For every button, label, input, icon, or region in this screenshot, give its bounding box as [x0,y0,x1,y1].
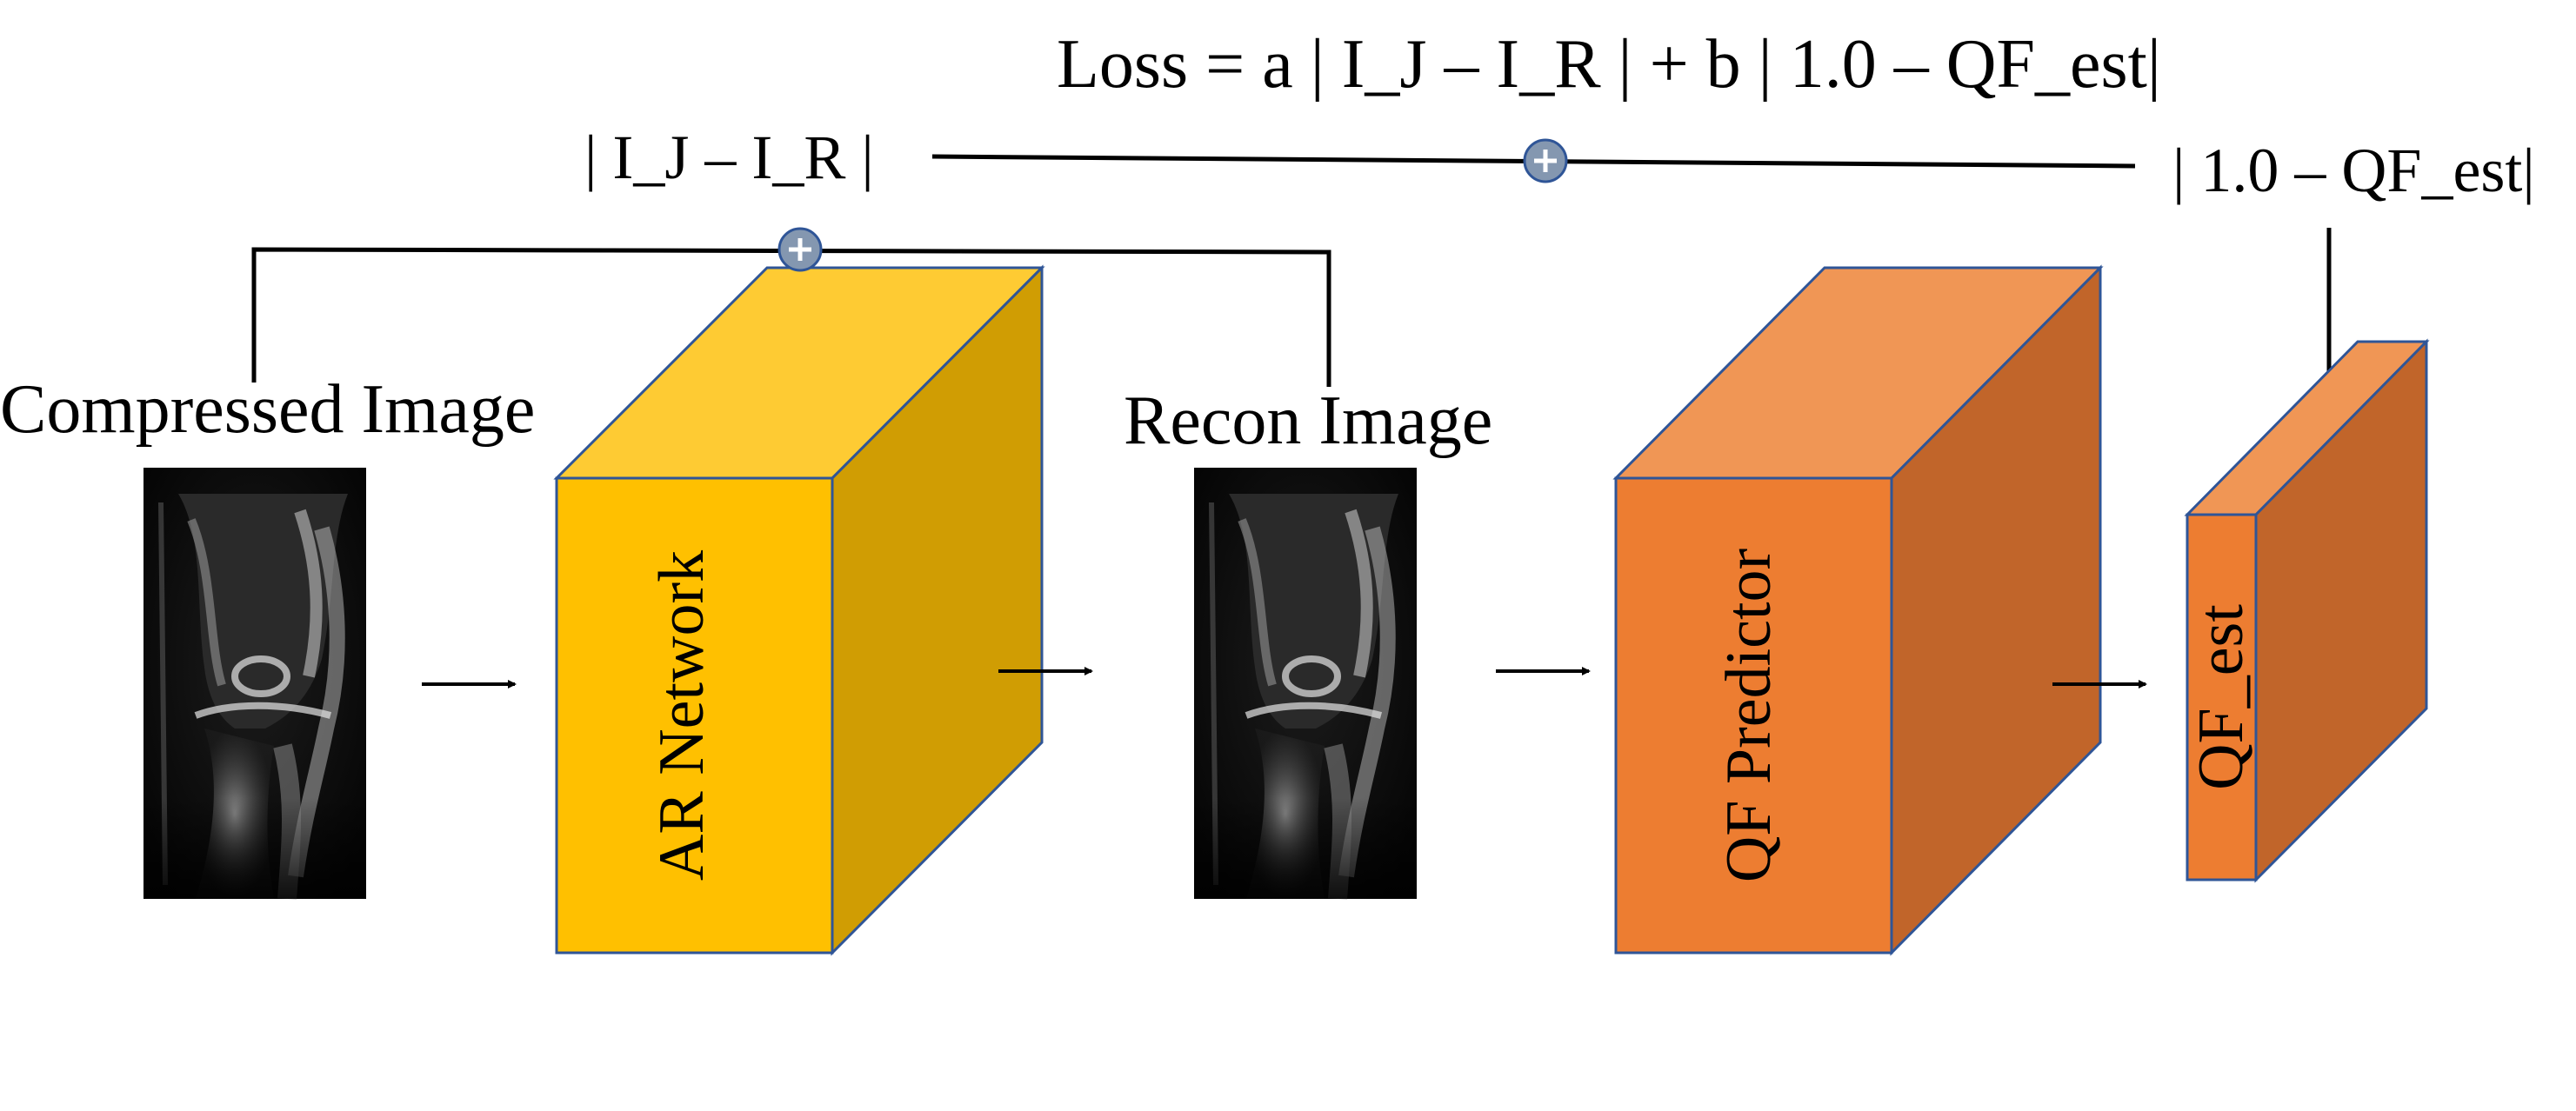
ar-network-block: AR Network [553,264,1045,956]
qf-est-label: QF_est [2186,604,2257,790]
qf-predictor-front-face [1614,476,1893,955]
ar-network-front-face [555,476,834,955]
compressed-image-label: Compressed Image [0,371,535,448]
recon-image-label: Recon Image [1124,383,1492,459]
compressed-image [143,468,366,899]
qf-predictor-label: QF Predictor [1713,549,1785,882]
plus-circle-icon [1523,138,1568,183]
qf-est-block: QF_est [2184,338,2430,883]
loss-formula: Loss = a | I_J – I_R | + b | 1.0 – QF_es… [1057,26,2161,103]
qf-predictor-block: QF Predictor [1612,264,2104,956]
ar-network-label: AR Network [646,550,717,881]
image-diff-term: | I_J – I_R | [584,123,874,192]
plus-circle-icon [777,227,823,272]
recon-image [1194,468,1417,899]
qf-est-front-face [2186,513,2258,881]
qf-diff-term: | 1.0 – QF_est| [2172,136,2535,205]
